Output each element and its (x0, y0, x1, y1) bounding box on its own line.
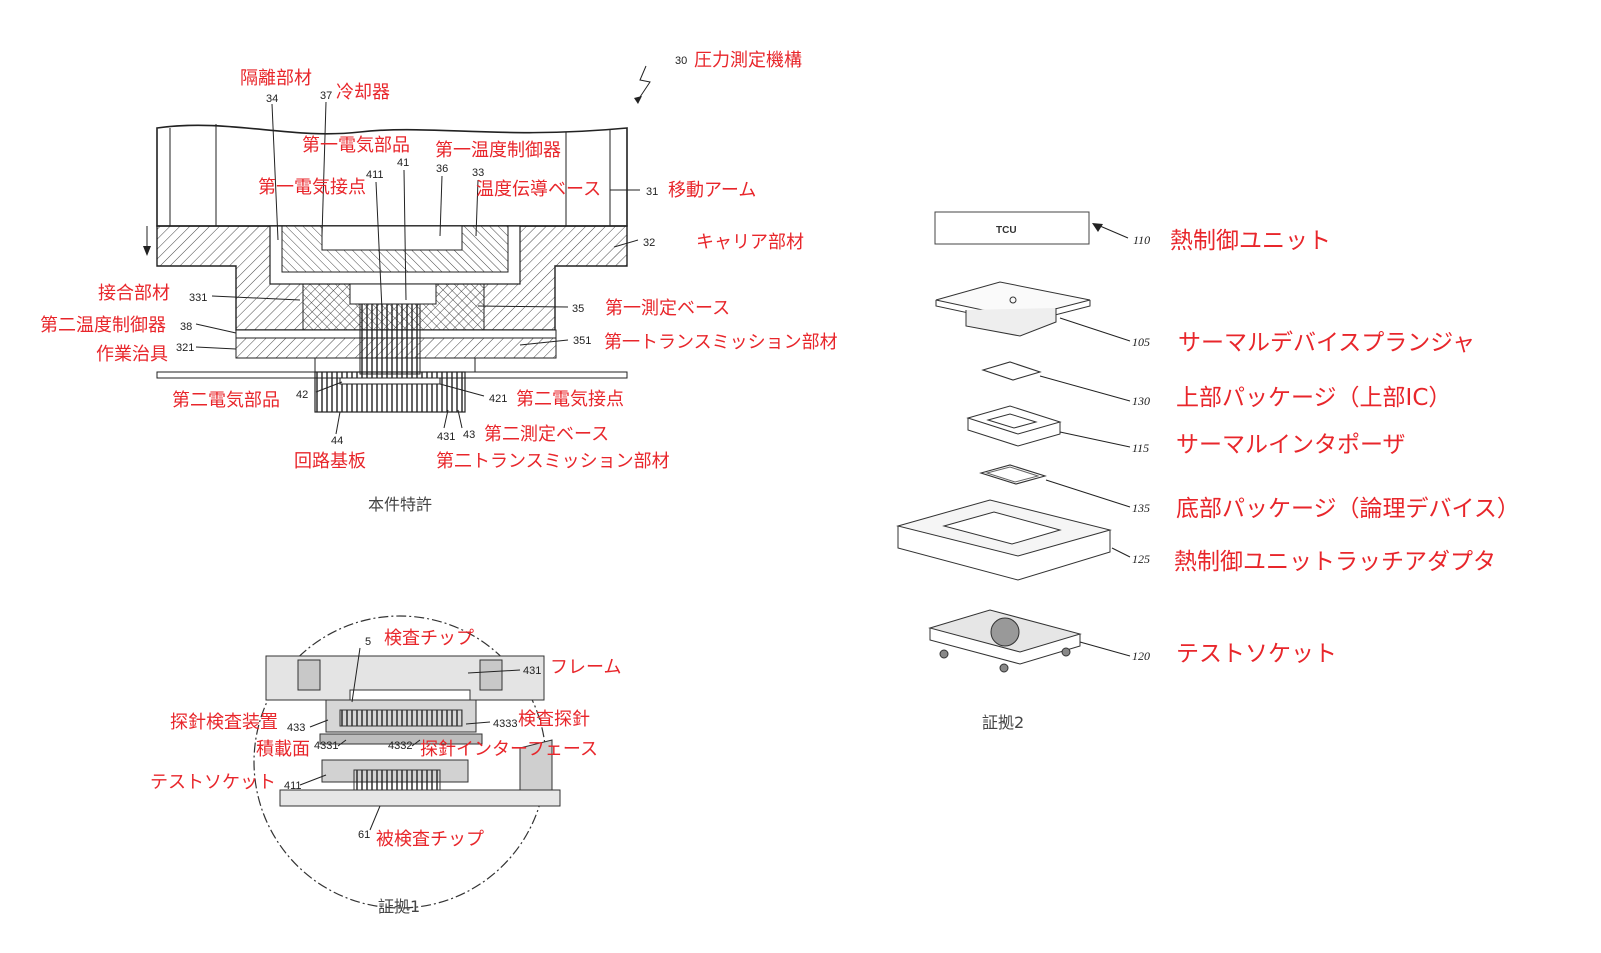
ref-61: 61 (358, 829, 370, 841)
caption-evidence2: 証拠2 (982, 713, 1024, 732)
ref-36: 36 (436, 163, 448, 175)
label-chip-under-test: 被検査チップ (376, 829, 484, 850)
label-joining-member: 接合部材 (98, 283, 170, 304)
ref-431-frame: 431 (523, 665, 541, 677)
ref-421: 421 (489, 393, 507, 405)
tcu-box-label: TCU (996, 225, 1017, 236)
ref-331: 331 (189, 292, 207, 304)
ref-411: 411 (366, 169, 384, 181)
label-top-package: 上部パッケージ（上部IC） (1176, 385, 1451, 411)
label-second-transmission-member: 第二トランスミッション部材 (436, 451, 670, 472)
label-first-electrical-contact: 第一電気接点 (258, 177, 366, 198)
ref-135: 135 (1132, 501, 1150, 515)
label-second-temp-controller: 第二温度制御器 (40, 315, 166, 336)
label-test-socket-ev2: テストソケット (1176, 641, 1337, 667)
ref-120: 120 (1132, 649, 1150, 663)
label-circuit-board: 回路基板 (294, 451, 366, 472)
ref-38: 38 (180, 321, 192, 333)
label-moving-arm: 移動アーム (668, 180, 756, 201)
label-first-measuring-base: 第一測定ベース (605, 298, 730, 319)
ref-433: 433 (287, 722, 305, 734)
label-first-transmission-member: 第一トランスミッション部材 (604, 332, 838, 353)
ref-431: 431 (437, 431, 455, 443)
label-second-electrical-contact: 第二電気接点 (516, 389, 624, 410)
ref-105: 105 (1132, 335, 1150, 349)
label-work-jig: 作業治具 (96, 344, 168, 365)
label-bottom-package: 底部パッケージ（論理デバイス） (1176, 496, 1520, 522)
ref-37: 37 (320, 90, 332, 102)
ref-4333: 4333 (493, 718, 517, 730)
ref-321: 321 (176, 342, 194, 354)
label-carrier-member: キャリア部材 (696, 232, 804, 253)
caption-patent: 本件特許 (368, 495, 432, 514)
label-temp-conduction-base: 温度伝導ベース (476, 179, 601, 200)
label-probe-interface: 探針インターフェース (420, 739, 598, 760)
ref-110: 110 (1133, 233, 1150, 247)
label-test-socket-ev1: テストソケット (150, 772, 276, 793)
label-second-measuring-base: 第二測定ベース (484, 424, 609, 445)
label-frame: フレーム (550, 657, 621, 678)
label-cooler: 冷却器 (336, 82, 390, 103)
ref-34: 34 (266, 93, 278, 105)
ref-125: 125 (1132, 552, 1150, 566)
label-loading-surface: 積載面 (256, 739, 310, 760)
ref-115: 115 (1132, 441, 1149, 455)
ref-30: 30 (675, 55, 687, 67)
evidence1-detail-body (265, 655, 561, 807)
ref-33: 33 (472, 167, 484, 179)
ref-130: 130 (1132, 394, 1150, 408)
evidence2-exploded-view (896, 211, 1131, 673)
label-first-temp-controller: 第一温度制御器 (435, 140, 561, 161)
label-first-electrical-part: 第一電気部品 (302, 135, 410, 156)
ref-35: 35 (572, 303, 584, 315)
label-second-electrical-part: 第二電気部品 (172, 390, 280, 411)
patent-cross-section (143, 65, 651, 435)
caption-evidence1: 証拠1 (378, 897, 420, 916)
ref-43: 43 (463, 429, 475, 441)
ref-5: 5 (365, 636, 371, 648)
label-thermal-interposer: サーマルインタポーザ (1176, 432, 1406, 458)
label-probe-inspection-device: 探針検査装置 (170, 712, 278, 733)
ref-41: 41 (397, 157, 409, 169)
ref-4331: 4331 (314, 740, 338, 752)
evidence1-detail (253, 615, 561, 909)
label-inspection-probe: 検査探針 (518, 709, 590, 730)
label-inspection-chip: 検査チップ (384, 628, 474, 649)
label-thermal-control-unit: 熱制御ユニット (1170, 228, 1331, 254)
moving-arm-shape (156, 124, 628, 227)
label-latch-adapter: 熱制御ユニットラッチアダプタ (1174, 549, 1496, 575)
label-pressure-mechanism: 圧力測定機構 (694, 50, 802, 71)
ref-411-ev1: 411 (284, 780, 302, 792)
ref-4332: 4332 (388, 740, 412, 752)
label-isolation-member: 隔離部材 (240, 68, 312, 89)
ref-351: 351 (573, 335, 591, 347)
label-thermal-device-plunger: サーマルデバイスプランジャ (1178, 330, 1475, 356)
ref-42: 42 (296, 389, 308, 401)
ref-31: 31 (646, 186, 658, 198)
ref-32: 32 (643, 237, 655, 249)
ref-44: 44 (331, 435, 343, 447)
